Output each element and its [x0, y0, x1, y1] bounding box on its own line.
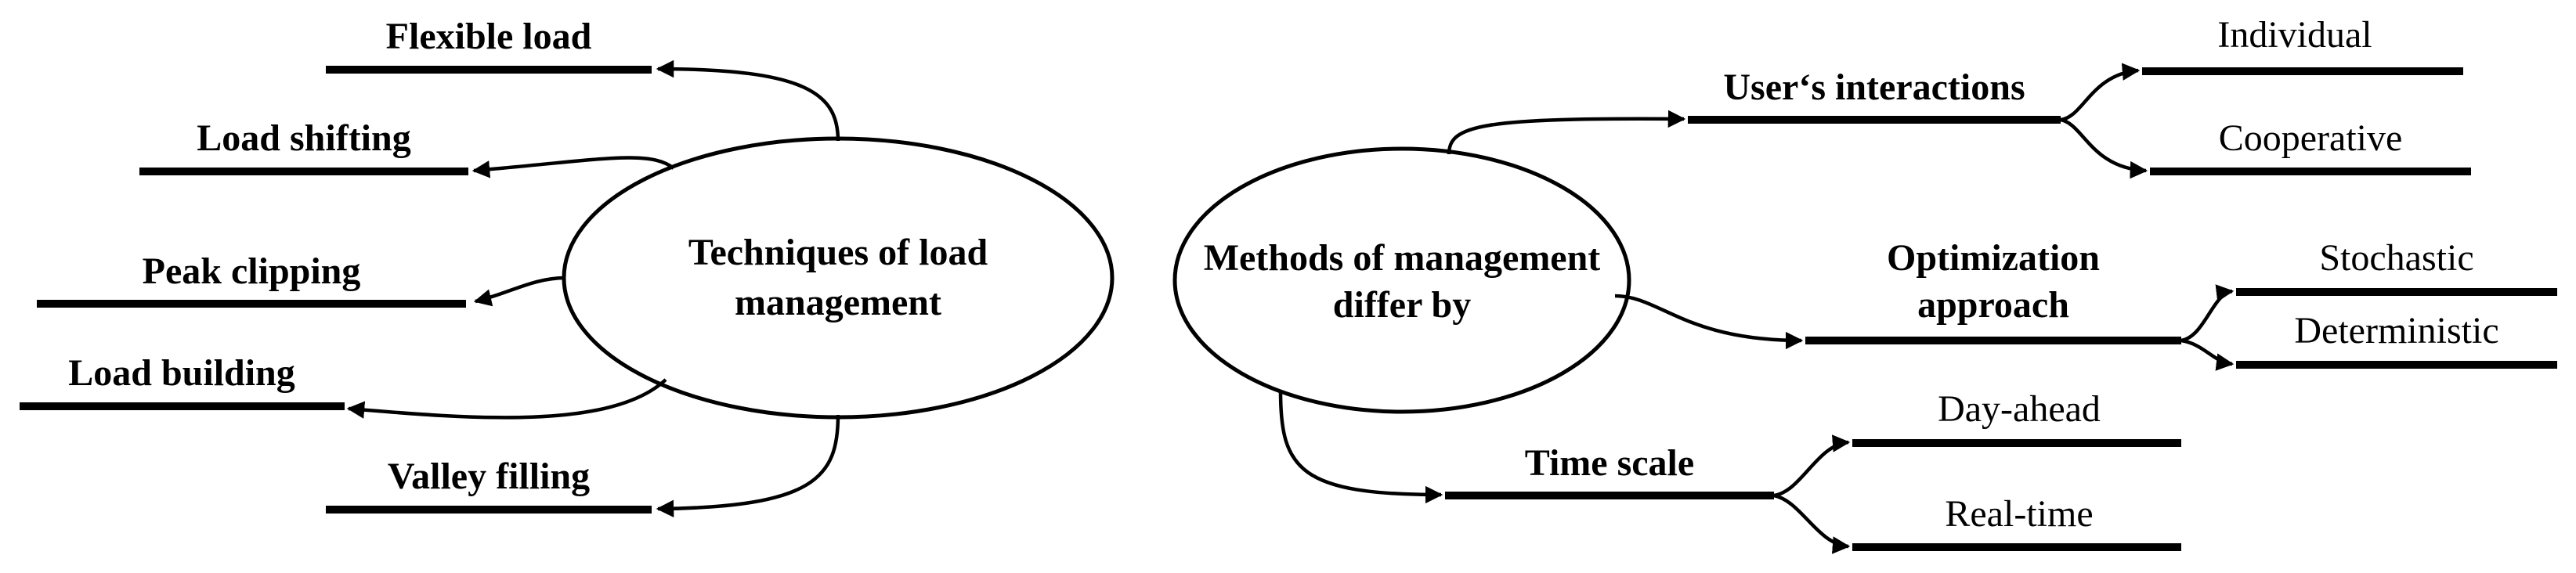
leaf-bar-day-ahead — [1852, 439, 2181, 447]
connector-real-time — [1773, 493, 1851, 554]
leaf-label-real-time: Real-time — [1945, 493, 2093, 535]
connector-valley-filling — [656, 414, 840, 518]
branch-label-optimization-line1: Optimization — [1887, 237, 2100, 279]
branch-label-peak-clipping: Peak clipping — [143, 250, 361, 292]
branch-bar-optimization — [1805, 337, 2181, 344]
branch-label-optimization-line2: approach — [1917, 284, 2069, 326]
branch-label-users-interactions: User‘s interactions — [1723, 67, 2025, 108]
branch-bar-flexible-load — [326, 66, 652, 74]
connector-peak-clipping — [473, 276, 566, 307]
branch-bar-time-scale — [1445, 492, 1774, 499]
branch-bar-load-building — [20, 402, 345, 410]
connector-deterministic — [2180, 338, 2235, 371]
leaf-bar-deterministic — [2236, 361, 2557, 369]
branch-bar-load-shifting — [139, 168, 468, 175]
branch-label-time-scale: Time scale — [1525, 442, 1694, 484]
right-mind-map: Methods of management differ by User‘s i… — [1172, 14, 2557, 554]
branch-bar-valley-filling — [326, 506, 652, 514]
leaf-label-day-ahead: Day-ahead — [1938, 388, 2101, 430]
left-center-ellipse — [562, 136, 1115, 420]
left-mind-map: Techniques of load management Flexible l… — [20, 16, 1115, 518]
leaf-bar-individual — [2142, 67, 2463, 75]
leaf-bar-real-time — [1852, 543, 2181, 551]
connector-day-ahead — [1773, 434, 1851, 498]
leaf-label-deterministic: Deterministic — [2294, 310, 2498, 351]
leaf-label-individual: Individual — [2217, 14, 2372, 56]
left-center-label-line1: Techniques of load — [688, 232, 988, 273]
leaf-label-cooperative: Cooperative — [2219, 117, 2403, 159]
right-center-ellipse — [1172, 146, 1631, 414]
branch-label-valley-filling: Valley filling — [388, 456, 590, 497]
branch-bar-peak-clipping — [37, 300, 466, 308]
right-center-label-line2: differ by — [1333, 284, 1471, 326]
connector-load-shifting — [471, 156, 675, 178]
leaf-bar-stochastic — [2236, 288, 2557, 296]
branch-label-load-shifting: Load shifting — [197, 117, 410, 159]
connector-individual — [2060, 63, 2141, 122]
branch-label-flexible-load: Flexible load — [386, 16, 592, 57]
connector-load-building — [346, 378, 667, 420]
right-center-label-line1: Methods of management — [1204, 237, 1601, 279]
leaf-label-stochastic: Stochastic — [2319, 237, 2473, 279]
connector-time-scale — [1278, 391, 1443, 504]
branch-label-load-building: Load building — [68, 352, 295, 394]
connector-cooperative — [2060, 117, 2148, 179]
left-center-label-line2: management — [735, 282, 941, 323]
connector-optimization — [1614, 294, 1804, 350]
connector-flexible-load — [656, 59, 840, 142]
branch-bar-users-interactions — [1688, 116, 2061, 124]
leaf-bar-cooperative — [2150, 168, 2471, 175]
connector-stochastic — [2180, 284, 2235, 343]
connector-users-interactions — [1447, 110, 1686, 155]
